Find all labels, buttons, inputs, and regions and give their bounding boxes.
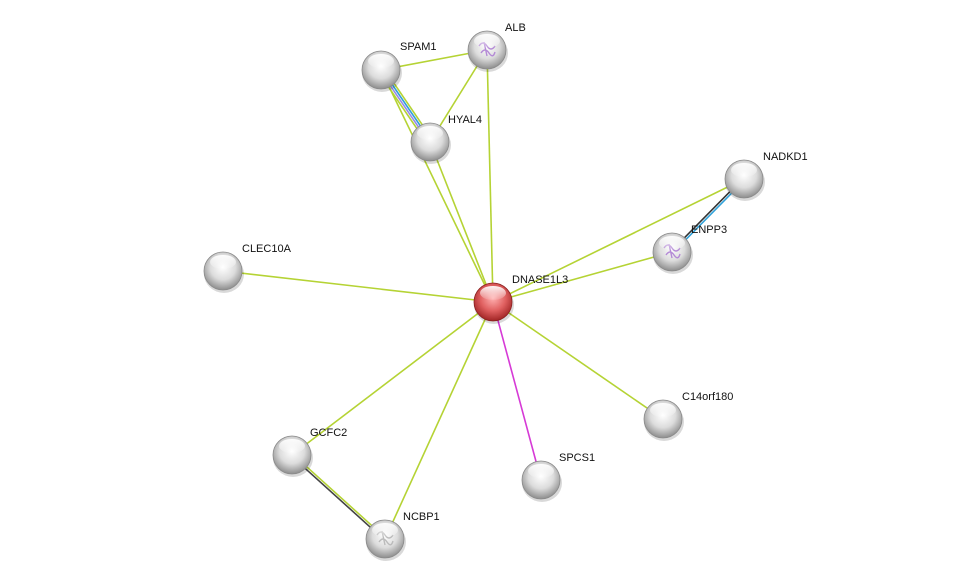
edge-NADKD1-DNASE1L3[interactable]: [492, 178, 745, 303]
edge-GCFC2-DNASE1L3[interactable]: [291, 301, 494, 456]
node-C14orf180[interactable]: [643, 399, 684, 441]
node-SPAM1[interactable]: [361, 50, 402, 92]
node-GCFC2[interactable]: [272, 435, 313, 477]
edge-HYAL4-DNASE1L3[interactable]: [429, 141, 494, 303]
node-ENPP3[interactable]: [652, 232, 693, 274]
node-SPCS1[interactable]: [521, 460, 562, 502]
edge-C14orf180-DNASE1L3[interactable]: [492, 301, 664, 420]
edge-GCFC2-NCBP1[interactable]: [292, 453, 387, 539]
node-label: SPAM1: [400, 41, 437, 53]
node-ALB[interactable]: [467, 30, 508, 72]
node-label: SPCS1: [559, 452, 596, 464]
node-label: HYAL4: [448, 114, 483, 126]
node-HYAL4[interactable]: [410, 122, 451, 164]
edge-GCFC2-NCBP1[interactable]: [290, 455, 385, 541]
node-label: NCBP1: [403, 511, 440, 523]
node-NCBP1[interactable]: [365, 519, 406, 561]
node-label: ALB: [505, 22, 526, 34]
edge-SPAM1-DNASE1L3[interactable]: [380, 69, 494, 303]
edge-CLEC10A-DNASE1L3[interactable]: [222, 270, 494, 303]
node-label: CLEC10A: [242, 243, 291, 255]
node-label: NADKD1: [763, 151, 808, 163]
node-CLEC10A[interactable]: [203, 251, 244, 293]
edge-ALB-DNASE1L3[interactable]: [486, 49, 494, 303]
node-label: C14orf180: [682, 391, 734, 403]
node-label: GCFC2: [310, 427, 348, 439]
node-DNASE1L3[interactable]: [473, 282, 514, 324]
edge-ENPP3-DNASE1L3[interactable]: [492, 251, 673, 303]
edge-NCBP1-DNASE1L3[interactable]: [384, 301, 494, 540]
node-label: ENPP3: [691, 224, 728, 236]
node-label: DNASE1L3: [512, 274, 569, 286]
node-NADKD1[interactable]: [724, 159, 765, 201]
edge-SPCS1-DNASE1L3[interactable]: [492, 301, 542, 481]
